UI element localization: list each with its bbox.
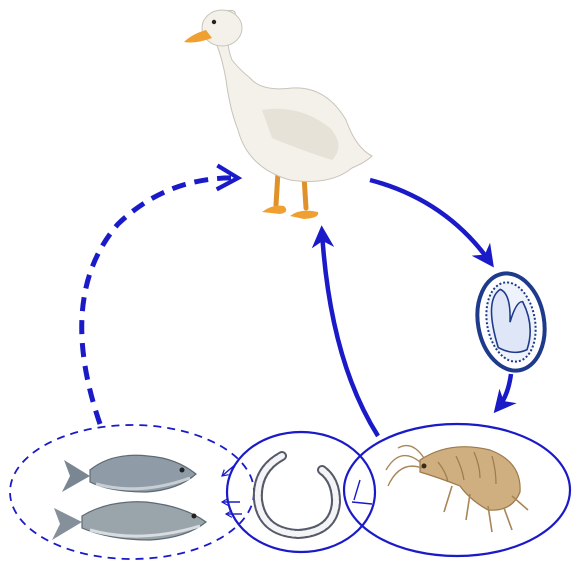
larva-icon [258,456,336,534]
arrow-egg-to-amphipod [498,374,511,408]
arrow-duck-to-egg [370,180,490,262]
duck-icon [184,10,372,219]
egg-icon [470,268,552,376]
intermediate-host-enclosure [344,424,570,556]
arrow-fish-to-duck [82,178,238,424]
fish-icon [52,455,206,540]
arrow-amphipod-to-duck [322,232,378,436]
amphipod-icon [386,446,528,532]
arrow-larva-link [352,480,372,504]
